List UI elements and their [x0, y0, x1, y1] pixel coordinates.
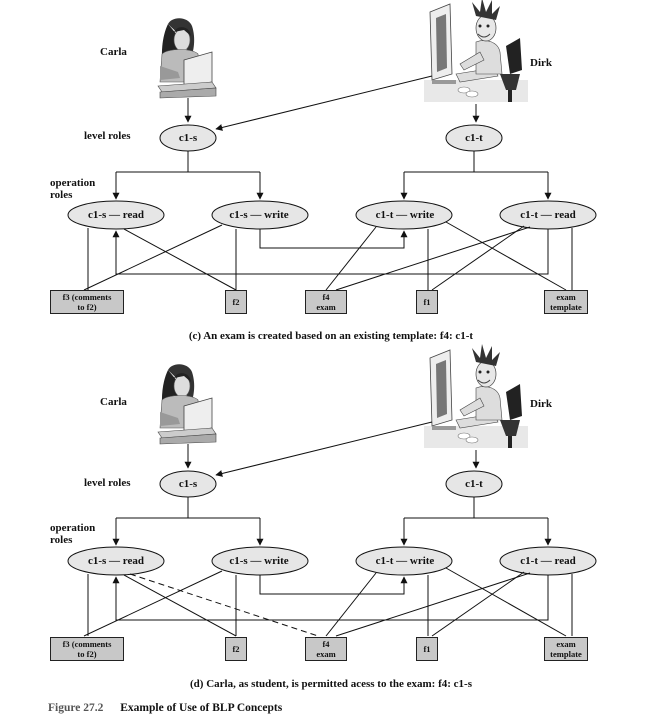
dirk-at-computer-icon — [423, 0, 529, 103]
edge-c1s-read-f4-dashed — [129, 573, 319, 637]
edge-c1t-read-f1 — [431, 571, 525, 637]
dirk-label: Dirk — [530, 398, 552, 410]
role-c1t-write-label: c1-t — write — [375, 209, 435, 221]
role-c1t-label: c1-t — [465, 132, 483, 144]
role-c1t-write-ellipse — [355, 546, 453, 576]
edge-c1s-read-f2 — [123, 574, 237, 637]
edge-c1t-read-f1 — [431, 225, 525, 291]
dirk-at-computer-icon — [423, 343, 529, 449]
role-c1s-read-ellipse — [67, 200, 165, 230]
object-f3: f3 (comments to f2) — [50, 637, 124, 661]
carla-label: Carla — [100, 46, 127, 58]
edge-c1s-read-f2 — [123, 228, 237, 291]
edge-c1t-write-template — [445, 221, 567, 291]
edge-c1t-read-f4 — [335, 572, 531, 637]
object-f1: f1 — [416, 290, 438, 314]
role-c1s-read-ellipse — [67, 546, 165, 576]
caption-d: (d) Carla, as student, is permitted aces… — [190, 678, 472, 690]
role-c1s-read-label: c1-s — read — [87, 209, 144, 221]
c1t-read-to-c1s-read-arrow — [112, 229, 549, 275]
role-c1t-write-label: c1-t — write — [375, 555, 435, 567]
panel-graph-1 — [67, 343, 597, 637]
role-c1s-write-label: c1-s — write — [229, 555, 289, 567]
carla-label: Carla — [100, 396, 127, 408]
carla-at-laptop-icon — [157, 17, 217, 99]
object-f3: f3 (comments to f2) — [50, 290, 124, 314]
dirk-to-c1s-arrow — [215, 75, 433, 131]
caption-c: (c) An exam is created based on an exist… — [188, 330, 474, 342]
edge-c1t-write-f4 — [325, 226, 377, 291]
edge-c1s-write-f3 — [83, 570, 223, 637]
operation-roles-label: operation roles — [50, 522, 96, 546]
role-c1s-write-label: c1-s — write — [229, 209, 289, 221]
object-f4: f4 exam — [305, 290, 347, 314]
role-c1t-write-ellipse — [355, 200, 453, 230]
level-roles-label: level roles — [84, 477, 131, 489]
figure-number: Figure 27.2 — [48, 702, 104, 714]
figure-title: Example of Use of BLP Concepts — [120, 702, 283, 714]
role-c1t-read-label: c1-t — read — [520, 555, 576, 567]
object-f1: f1 — [416, 637, 438, 661]
role-c1s-label: c1-s — [178, 478, 198, 490]
operation-roles-label: operation roles — [50, 177, 96, 201]
object-exam-template: exam template — [544, 637, 588, 661]
role-c1s-read-label: c1-s — read — [87, 555, 144, 567]
c1s-write-to-c1t-write-arrow — [259, 229, 408, 249]
edge-c1t-read-f4 — [335, 226, 531, 291]
c1t-read-to-c1s-read-arrow — [112, 575, 549, 621]
object-f2: f2 — [225, 637, 247, 661]
object-f4: f4 exam — [305, 637, 347, 661]
dirk-label: Dirk — [530, 57, 552, 69]
edge-c1s-write-f3 — [83, 224, 223, 291]
edge-c1t-write-template — [445, 567, 567, 637]
object-exam-template: exam template — [544, 290, 588, 314]
role-c1t-read-label: c1-t — read — [520, 209, 576, 221]
c1s-write-to-c1t-write-arrow — [259, 575, 408, 595]
panel-graph-0 — [67, 0, 597, 291]
figure-caption: Figure 27.2 Example of Use of BLP Concep… — [48, 702, 282, 714]
edge-c1t-write-f4 — [325, 572, 377, 637]
carla-at-laptop-icon — [157, 363, 217, 445]
dirk-to-c1s-arrow — [215, 421, 433, 477]
role-c1t-label: c1-t — [465, 478, 483, 490]
level-roles-label: level roles — [84, 130, 131, 142]
object-f2: f2 — [225, 290, 247, 314]
role-c1s-label: c1-s — [178, 132, 198, 144]
